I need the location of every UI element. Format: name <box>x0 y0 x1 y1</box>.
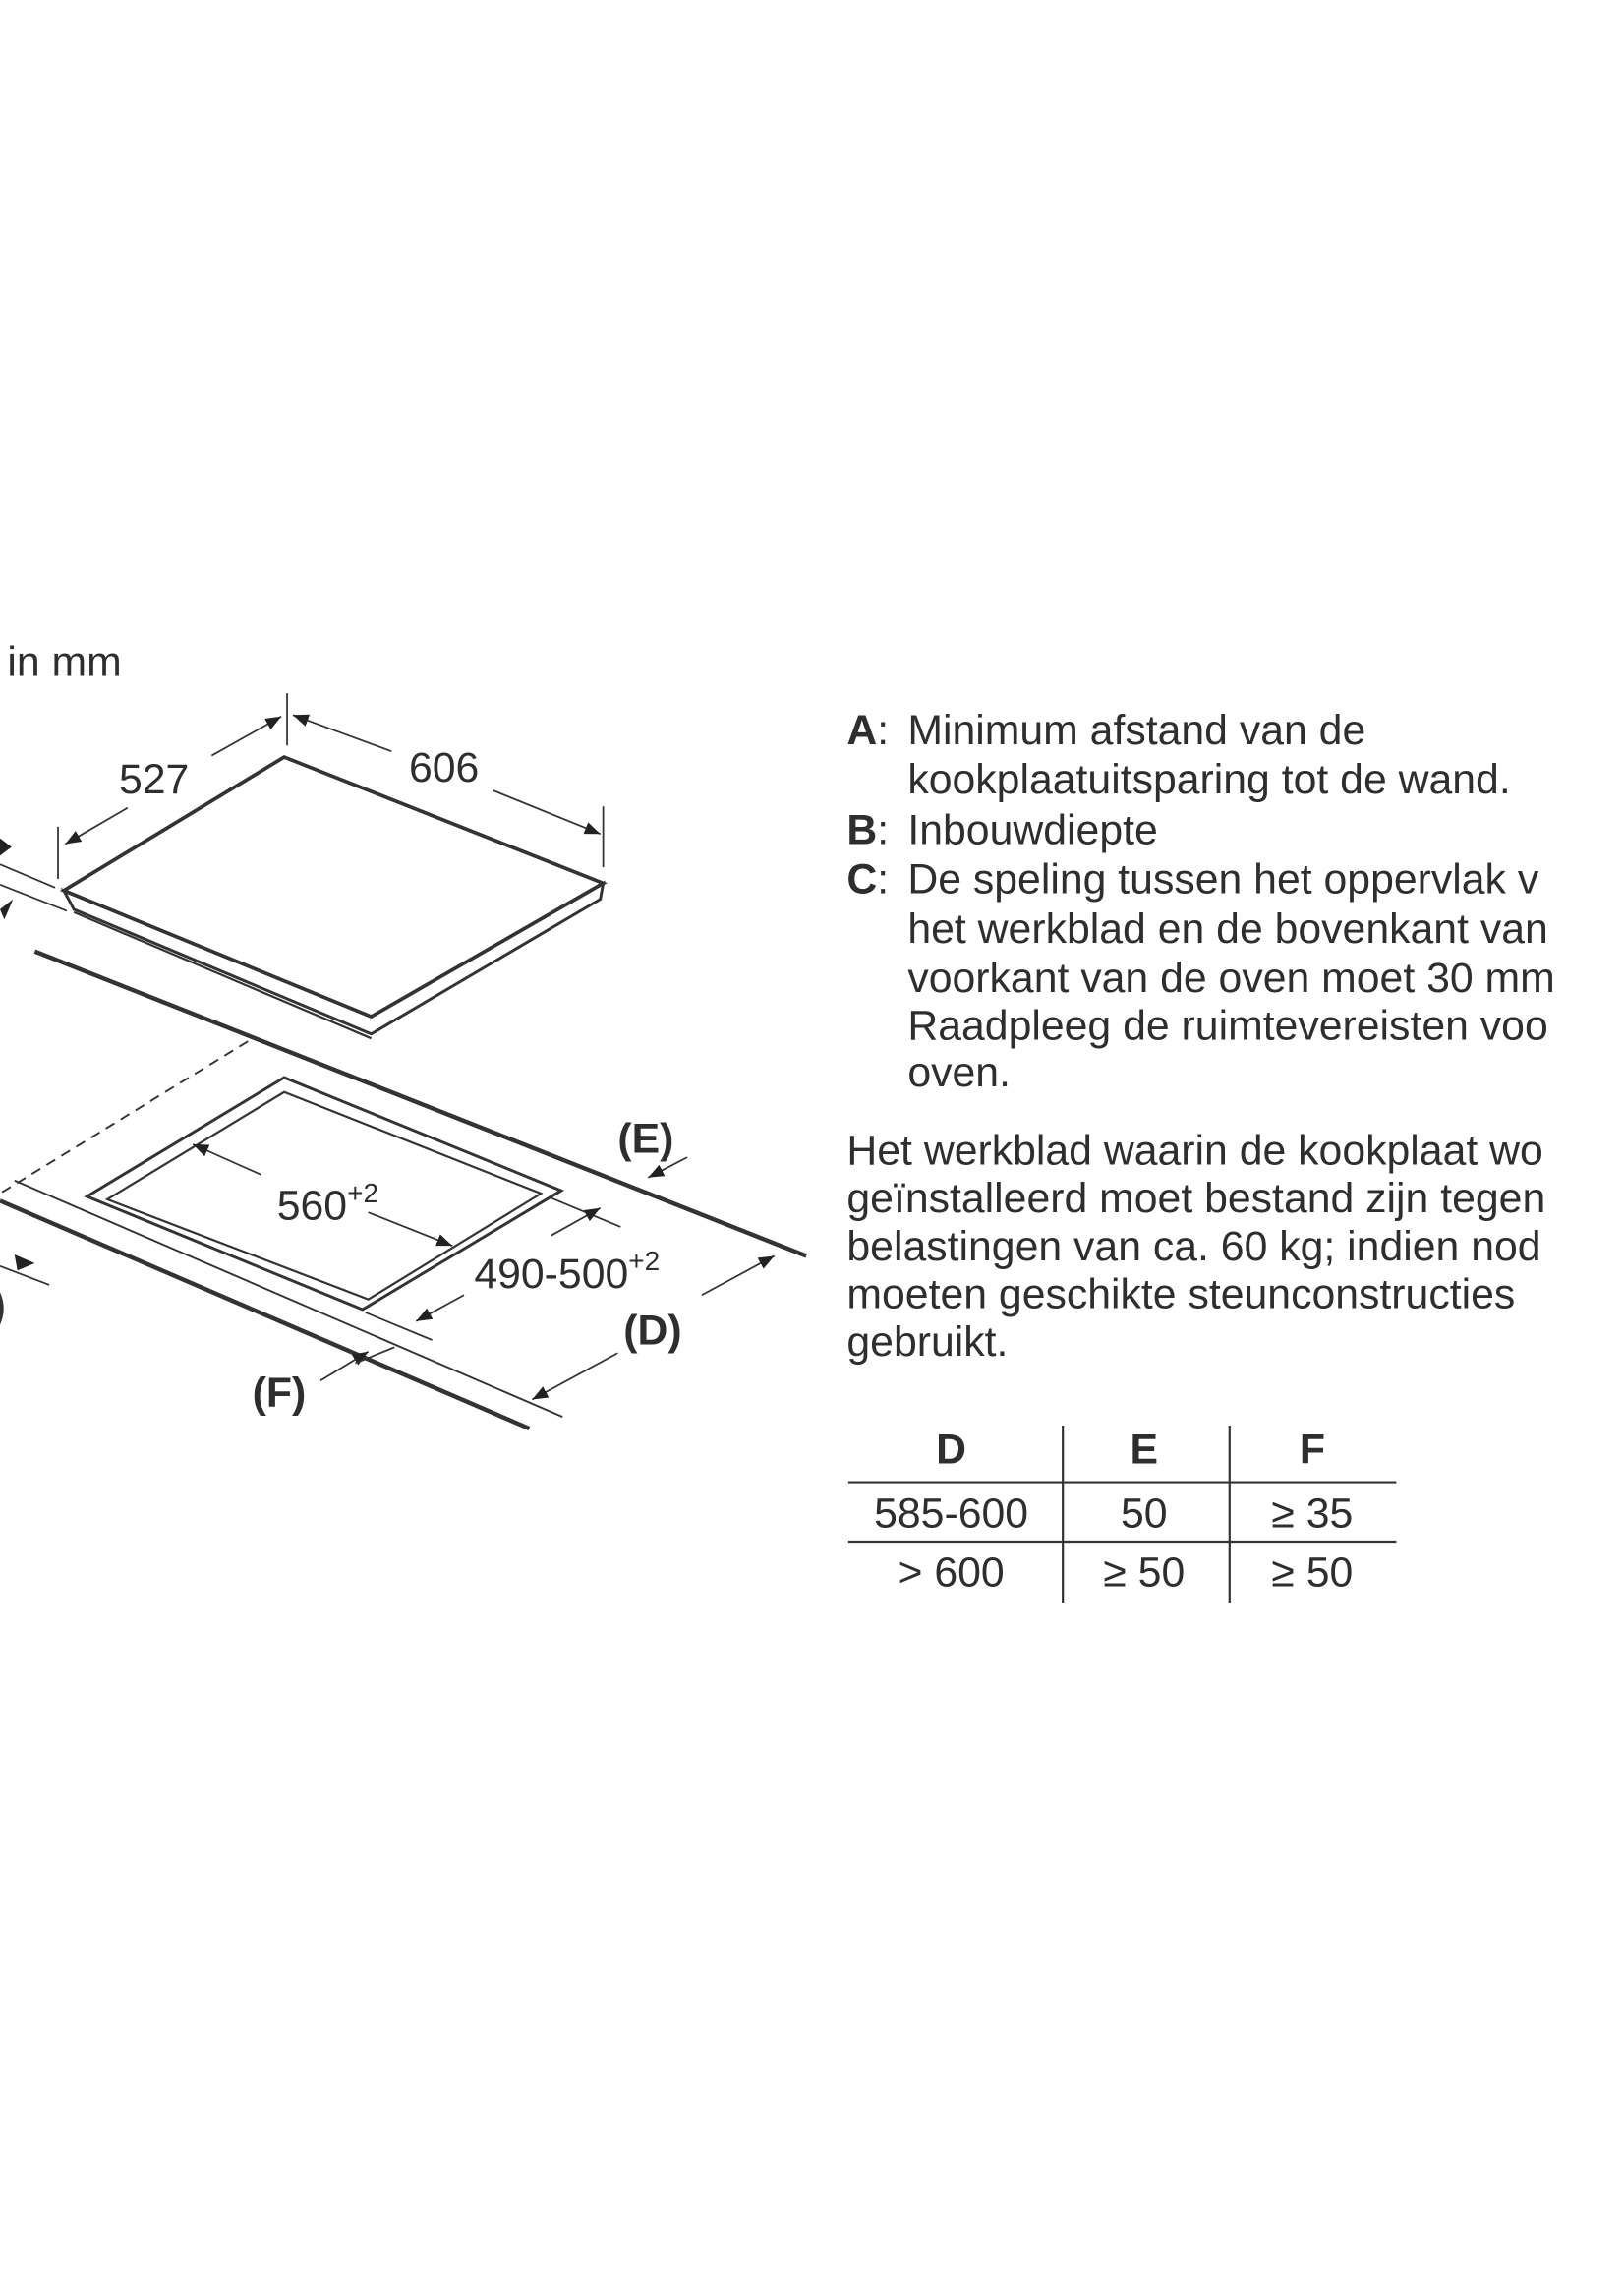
label-d: (D) <box>623 1307 681 1354</box>
hob-width-label: 606 <box>409 744 479 791</box>
label-e: (E) <box>617 1116 673 1163</box>
legend-b-line: Inbouwdiepte <box>907 807 1157 854</box>
legend-c-line: Raadpleeg de ruimtevereisten voo <box>907 1003 1547 1050</box>
legend-a-line: kookplaatuitsparing tot de wand. <box>907 756 1510 803</box>
note-line: Het werkblad waarin de kookplaat wo <box>846 1128 1542 1175</box>
cutout-width-label: 560+2 <box>277 1178 378 1230</box>
label-f: (F) <box>253 1370 307 1417</box>
unit-label: in mm <box>7 638 121 685</box>
legend-c-line: De speling tussen het oppervlak v <box>907 856 1538 904</box>
note-line: geïnstalleerd moet bestand zijn tegen <box>846 1175 1545 1222</box>
table-header-e: E <box>1131 1426 1159 1473</box>
table-header-d: D <box>936 1426 966 1473</box>
note-line: moeten geschikte steunconstructies <box>846 1271 1515 1318</box>
clearance-table: D E F 585-600 50 ≥ 35 > 600 ≥ 50 ≥ 50 <box>847 1426 1397 1603</box>
legend-c-line: oven. <box>907 1049 1011 1096</box>
note-line: belastingen van ca. 60 kg; indien nod <box>846 1223 1540 1270</box>
cutout-depth-label: 490-500+2 <box>474 1246 660 1298</box>
cutout-dimensions: 560+2 490-500+2 <box>192 1143 660 1341</box>
clearance-labels: (E) (D) (F) <box>0 1116 776 1417</box>
table-cell: > 600 <box>898 1549 1004 1597</box>
load-note: Het werkblad waarin de kookplaat wo geïn… <box>846 1128 1545 1367</box>
table-cell: 50 <box>1121 1489 1168 1537</box>
legend-b: B: <box>846 807 889 854</box>
table-cell: ≥ 50 <box>1103 1549 1185 1597</box>
legend: A: Minimum afstand van de kookplaatuitsp… <box>846 707 1554 1096</box>
table-cell: ≥ 50 <box>1271 1549 1353 1597</box>
legend-c-line: voorkant van de oven moet 30 mm <box>907 955 1554 1002</box>
countertop-drawing <box>0 949 807 1431</box>
table-cell: 585-600 <box>874 1489 1028 1537</box>
legend-a-line: Minimum afstand van de <box>907 707 1365 754</box>
legend-c: C: <box>846 856 889 904</box>
legend-a: A: <box>846 707 889 754</box>
table-header-f: F <box>1300 1426 1325 1473</box>
hob-dimensions: 527 606 <box>0 693 605 920</box>
note-line: gebruikt. <box>846 1318 1008 1366</box>
hob-depth-label: 527 <box>119 756 189 803</box>
legend-c-line: het werkblad en de bovenkant van <box>907 905 1547 953</box>
table-cell: ≥ 35 <box>1271 1489 1353 1537</box>
hob-drawing <box>59 754 608 1040</box>
